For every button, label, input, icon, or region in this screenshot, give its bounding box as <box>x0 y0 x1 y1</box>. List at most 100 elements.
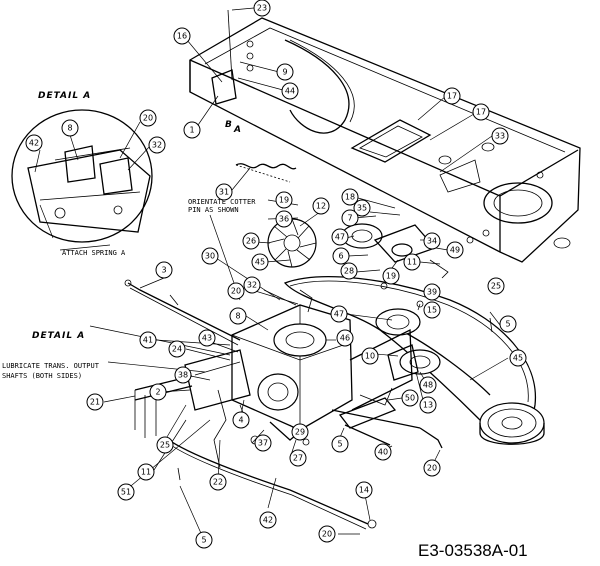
callout-42: 42 <box>259 511 277 529</box>
callout-number: 50 <box>405 394 415 403</box>
orientate-note-line1: ORIENTATE COTTER <box>188 198 256 206</box>
callout-48: 48 <box>419 376 437 394</box>
callout-circle <box>443 87 461 105</box>
callout-number: 45 <box>255 258 265 267</box>
callout-number: 40 <box>378 448 388 457</box>
callout-number: 3 <box>161 266 166 275</box>
callout-13: 13 <box>419 396 437 414</box>
callout-20: 20 <box>139 109 157 127</box>
callout-number: 32 <box>247 281 257 290</box>
callout-38: 38 <box>174 366 192 384</box>
callout-12: 12 <box>312 197 330 215</box>
callout-number: 19 <box>386 272 396 281</box>
callout-42: 42 <box>25 134 43 152</box>
callout-number: 15 <box>427 306 437 315</box>
callout-circle <box>423 459 441 477</box>
callout-number: 5 <box>337 440 342 449</box>
callout-47: 47 <box>330 305 348 323</box>
idler-pulley-top <box>341 223 437 263</box>
callout-25: 25 <box>156 436 174 454</box>
callout-27: 27 <box>289 449 307 467</box>
callout-number: 8 <box>67 124 72 133</box>
callout-circle <box>275 210 293 228</box>
callout-24: 24 <box>168 340 186 358</box>
callout-circle <box>423 301 441 319</box>
callout-5: 5 <box>331 435 349 453</box>
transmission-pulley <box>479 402 545 445</box>
callout-number: 38 <box>178 371 188 380</box>
callout-35: 35 <box>353 199 371 217</box>
callout-circle <box>318 525 336 543</box>
callout-40: 40 <box>374 443 392 461</box>
callout-circle <box>330 305 348 323</box>
callout-16: 16 <box>173 27 191 45</box>
callout-circle <box>382 267 400 285</box>
callout-19: 19 <box>275 191 293 209</box>
callout-8: 8 <box>61 119 79 137</box>
callout-circle <box>332 247 350 265</box>
callout-number: 17 <box>476 108 486 117</box>
callout-32: 32 <box>148 136 166 154</box>
callout-number: 5 <box>201 536 206 545</box>
callout-17: 17 <box>472 103 490 121</box>
callout-number: 33 <box>495 132 505 141</box>
diagram-code: E3-03538A-01 <box>418 541 528 560</box>
callout-circle <box>499 315 517 333</box>
callout-circle <box>487 277 505 295</box>
callout-number: 35 <box>357 204 367 213</box>
callout-circle <box>139 331 157 349</box>
callout-50: 50 <box>401 389 419 407</box>
fan-assembly <box>267 218 317 268</box>
callout-number: 12 <box>316 202 326 211</box>
callout-number: 29 <box>295 428 305 437</box>
callout-circle <box>341 209 359 227</box>
orientate-note-line2: PIN AS SHOWN <box>188 206 239 214</box>
callout-number: 39 <box>427 288 437 297</box>
callout-circle <box>209 473 227 491</box>
callout-number: 51 <box>121 488 131 497</box>
lubricate-note-line2: SHAFTS (BOTH SIDES) <box>2 372 82 380</box>
callout-circle <box>341 188 359 206</box>
callout-circle <box>86 393 104 411</box>
callout-circle <box>423 232 441 250</box>
leader-lines <box>34 7 509 541</box>
callout-number: 1 <box>189 126 194 135</box>
callout-circle <box>137 463 155 481</box>
callout-circle <box>254 434 272 452</box>
callout-18: 18 <box>341 188 359 206</box>
callout-number: 49 <box>450 246 460 255</box>
callout-number: 36 <box>279 215 289 224</box>
detail-a-title-mid: DETAIL A <box>32 331 85 341</box>
callout-number: 7 <box>347 214 352 223</box>
callout-circle <box>289 449 307 467</box>
callout-number: 46 <box>340 334 350 343</box>
callout-number: 17 <box>447 92 457 101</box>
callout-46: 46 <box>336 329 354 347</box>
callout-circle <box>25 134 43 152</box>
callout-number: 25 <box>491 282 501 291</box>
callout-circle <box>291 423 309 441</box>
callout-circle <box>155 261 173 279</box>
callout-36: 36 <box>275 210 293 228</box>
callout-number: 4 <box>238 416 243 425</box>
callout-25: 25 <box>487 277 505 295</box>
callout-10: 10 <box>361 347 379 365</box>
callout-circle <box>472 103 490 121</box>
callout-32: 32 <box>243 276 261 294</box>
callout-20: 20 <box>227 282 245 300</box>
callout-circle <box>259 511 277 529</box>
callout-circle <box>353 199 371 217</box>
callout-number: 48 <box>423 381 433 390</box>
callout-number: 9 <box>282 68 287 77</box>
callout-51: 51 <box>117 483 135 501</box>
callout-number: 11 <box>141 468 151 477</box>
callout-9: 9 <box>276 63 294 81</box>
callout-circle <box>243 276 261 294</box>
callout-47: 47 <box>331 228 349 246</box>
callout-number: 11 <box>407 258 417 267</box>
callout-circle <box>195 531 213 549</box>
callout-circle <box>117 483 135 501</box>
callout-number: 2 <box>155 388 160 397</box>
